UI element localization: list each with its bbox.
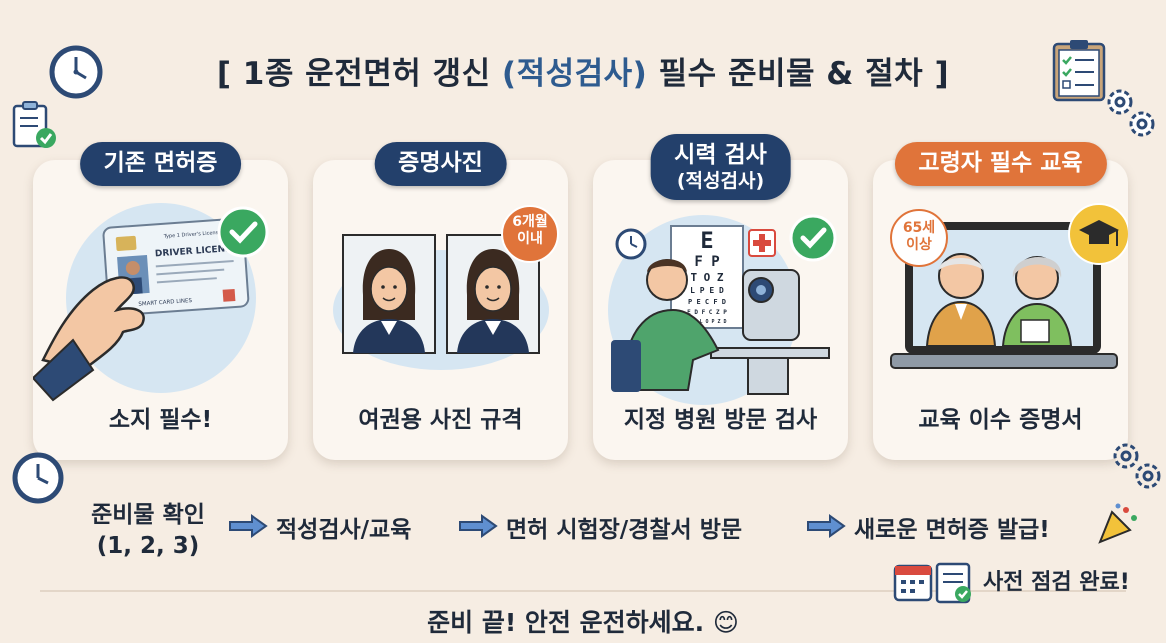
badge-6-months-line1: 6개월 xyxy=(512,214,548,230)
title-highlight: (적성검사) xyxy=(501,56,648,92)
eye-chart-row: E xyxy=(700,229,713,254)
card-header-senior: 고령자 필수 교육 xyxy=(894,142,1107,186)
badge-65-line2: 이상 xyxy=(906,236,932,253)
card-header-license: 기존 면허증 xyxy=(79,142,242,186)
card-header-photo: 증명사진 xyxy=(374,142,507,186)
card-header-vision-main: 시력 검사 xyxy=(674,142,767,168)
gear-icon xyxy=(1113,443,1161,489)
license-illustration: DRIVER LICENSE Type 1 Driver's License S… xyxy=(33,203,269,402)
gear-icon xyxy=(1107,89,1155,137)
card-header-vision: 시력 검사 (적성검사) xyxy=(650,134,791,201)
flow-step-issue: 새로운 면허증 발급! xyxy=(854,517,1050,543)
procedure-flow: 준비물 확인 (1, 2, 3) 적성검사/교육 면허 시험장/경찰서 방문 새… xyxy=(0,500,1166,570)
arrow-right-icon xyxy=(459,514,498,538)
calendar-checklist-icon xyxy=(893,562,971,604)
card-caption-license: 소지 필수! xyxy=(108,407,213,433)
eye-chart-row: P E C F D xyxy=(688,298,726,306)
eye-chart-row: F E L O P Z D xyxy=(687,319,726,325)
page-title: [ 1종 운전면허 갱신 (적성검사) 필수 준비물 & 절차 ] xyxy=(0,48,1166,93)
eye-chart: EF PT O Z L P E D P E C F D E D F C Z P F E … xyxy=(687,229,727,325)
card-existing-license: DRIVER LICENSE Type 1 Driver's License S… xyxy=(33,142,288,460)
flow-step-test: 적성검사/교육 xyxy=(276,517,412,543)
vision-test-illustration: EF PT O Z L P E D P E C F D E D F C Z P F E … xyxy=(608,214,837,405)
title-prefix: [ 1종 운전면허 갱신 xyxy=(216,56,502,92)
party-popper-icon xyxy=(1098,503,1137,544)
flow-step-prepare-line1: 준비물 확인 xyxy=(91,502,205,528)
clock-icon xyxy=(49,45,103,99)
arrow-right-icon xyxy=(229,514,268,538)
card-caption-senior: 교육 이수 증명서 xyxy=(918,407,1083,433)
card-caption-photo: 여권용 사진 규격 xyxy=(358,407,523,433)
badge-65-plus: 65세 이상 xyxy=(891,220,947,254)
card-header-vision-sub: (적성검사) xyxy=(676,169,765,192)
card-id-photo: 6개월 이내 증명사진 여권용 사진 규격 xyxy=(313,142,568,460)
license-small: SMART CARD LINES xyxy=(138,298,192,308)
id-photo-illustration xyxy=(333,205,559,370)
eye-chart-row: T O Z xyxy=(690,271,723,284)
arrow-right-icon xyxy=(807,514,846,538)
clock-icon xyxy=(12,452,64,504)
senior-education-illustration xyxy=(890,203,1128,369)
license-top: Type 1 Driver's License xyxy=(163,230,222,240)
clipboard-check-icon xyxy=(12,101,56,148)
divider xyxy=(40,590,1126,592)
eye-chart-row: L P E D xyxy=(690,286,724,295)
flow-step-prepare-line2: (1, 2, 3) xyxy=(96,533,200,560)
eye-chart-row: F P xyxy=(694,254,719,270)
card-senior-education: 65세 이상 고령자 필수 교육 교육 이수 증명서 xyxy=(873,142,1128,460)
eye-chart-row: E D F C Z P xyxy=(687,309,727,316)
badge-65-line1: 65세 xyxy=(902,220,936,236)
card-caption-vision: 지정 병원 방문 검사 xyxy=(623,407,818,433)
flow-step-prepare: 준비물 확인 (1, 2, 3) xyxy=(78,500,218,562)
precheck-complete-label: 사전 점검 완료! xyxy=(983,570,1130,595)
footer-message: 준비 끝! 안전 운전하세요. 😊 xyxy=(427,608,739,637)
checklist-icon xyxy=(1052,40,1106,102)
badge-6-months: 6개월 이내 xyxy=(502,214,558,248)
badge-6-months-line2: 이내 xyxy=(517,230,543,247)
title-suffix: 필수 준비물 & 절차 ] xyxy=(647,56,950,92)
flow-step-visit: 면허 시험장/경찰서 방문 xyxy=(506,517,743,543)
